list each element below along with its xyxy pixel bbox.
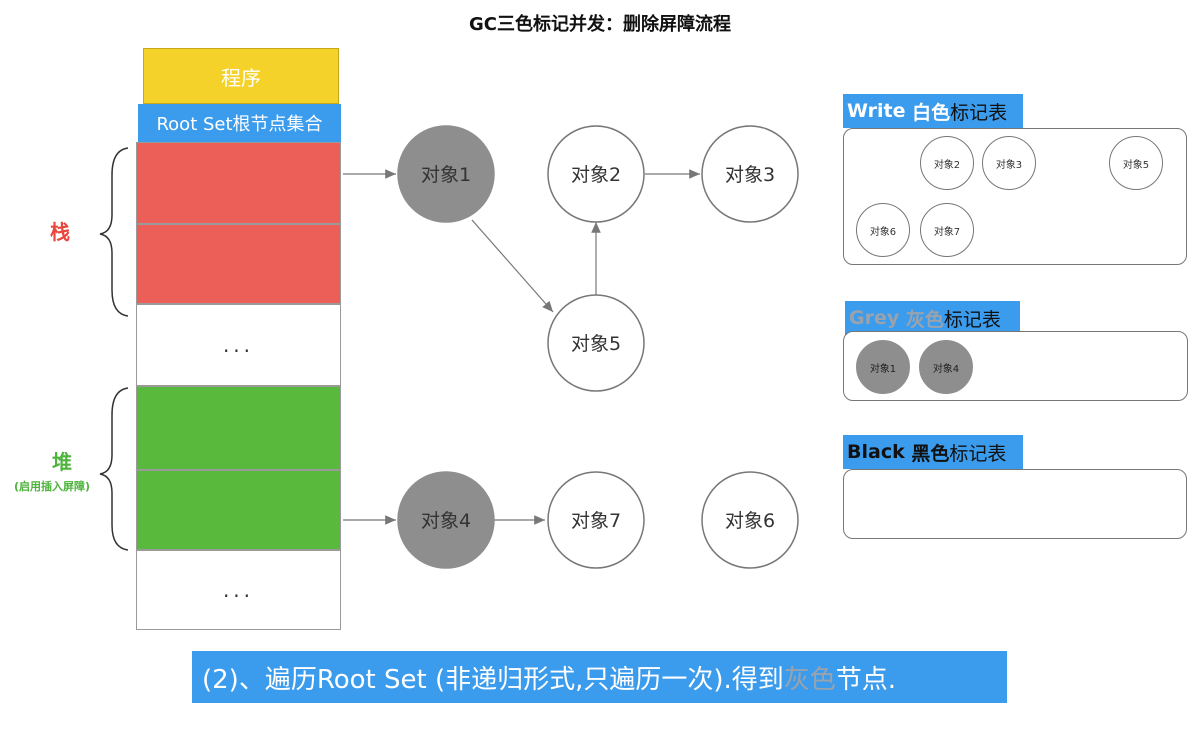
object-circle <box>547 125 645 223</box>
object-node-o2: 对象2 <box>547 125 645 223</box>
grey-item: 对象1 <box>856 340 910 394</box>
black-table-title: Black 黑色标记表 <box>843 435 1023 469</box>
white-table: 对象2 对象3 对象5 对象6 对象7 <box>843 128 1187 265</box>
stack-cell-2 <box>136 224 341 304</box>
diagram-title: GC三色标记并发：删除屏障流程 <box>469 14 731 35</box>
grey-title-color: 灰色 <box>905 308 944 331</box>
grey-item: 对象4 <box>919 340 973 394</box>
caption-text: (2)、遍历Root Set (非递归形式,只遍历一次).得到 <box>202 664 784 695</box>
black-table <box>843 469 1187 539</box>
heap-sublabel: (启用插入屏障) <box>14 480 91 493</box>
white-title-color: 白色 <box>912 101 951 124</box>
heap-ellipsis: ... <box>136 550 341 630</box>
stack-ellipsis: ... <box>136 304 341 386</box>
object-circle <box>701 125 799 223</box>
object-circle <box>397 125 495 223</box>
white-title-main: Write <box>847 100 906 122</box>
object-node-o3: 对象3 <box>701 125 799 223</box>
object-label: 对象1 <box>421 164 471 186</box>
object-node-o4: 对象4 <box>397 471 495 569</box>
object-node-o7: 对象7 <box>547 471 645 569</box>
heap-label: 堆 <box>52 450 72 474</box>
caption-highlight: 灰色 <box>783 664 836 695</box>
object-label: 对象7 <box>571 510 621 532</box>
white-item: 对象2 <box>920 136 974 190</box>
white-item: 对象3 <box>982 136 1036 190</box>
grey-title-main: Grey <box>849 307 900 329</box>
caption-bar: (2)、遍历Root Set (非递归形式,只遍历一次).得到灰色节点. <box>192 651 1007 703</box>
stack-brace <box>99 147 129 317</box>
program-box: 程序 <box>143 48 339 104</box>
object-label: 对象5 <box>571 333 621 355</box>
object-node-o6: 对象6 <box>701 471 799 569</box>
object-circle <box>397 471 495 569</box>
heap-cell-2 <box>136 470 341 550</box>
grey-table-title: Grey 灰色标记表 <box>845 301 1020 335</box>
black-title-color: 黑色 <box>911 442 950 465</box>
white-table-title: Write 白色标记表 <box>843 94 1023 128</box>
white-item: 对象5 <box>1109 136 1163 190</box>
stack-cell-1 <box>136 142 341 224</box>
white-item: 对象6 <box>856 203 910 257</box>
heap-cell-1 <box>136 386 341 470</box>
object-label: 对象4 <box>421 510 471 532</box>
grey-title-rest: 标记表 <box>943 308 1001 331</box>
stack-label: 栈 <box>50 220 70 244</box>
object-circle <box>701 471 799 569</box>
edge-o1-o5 <box>471 219 554 313</box>
heap-brace <box>99 387 129 551</box>
grey-table: 对象1 对象4 <box>843 331 1188 401</box>
object-circle <box>547 294 645 392</box>
object-label: 对象6 <box>725 510 775 532</box>
rootset-header: Root Set根节点集合 <box>138 104 341 142</box>
object-label: 对象2 <box>571 164 621 186</box>
object-circle <box>547 471 645 569</box>
black-title-rest: 标记表 <box>949 442 1007 465</box>
black-title-main: Black <box>847 441 905 463</box>
object-node-o1: 对象1 <box>397 125 495 223</box>
object-label: 对象3 <box>725 164 775 186</box>
caption-end: 节点. <box>835 664 897 695</box>
white-title-rest: 标记表 <box>950 101 1008 124</box>
object-node-o5: 对象5 <box>547 294 645 392</box>
white-item: 对象7 <box>920 203 974 257</box>
